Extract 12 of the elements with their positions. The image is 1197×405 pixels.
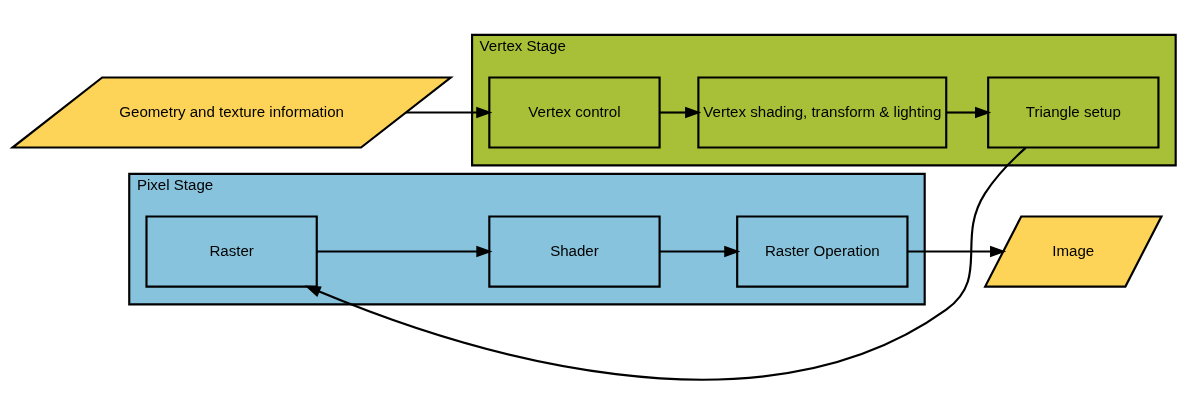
arrow: [907, 245, 1007, 257]
node-box: Shader: [488, 214, 661, 288]
arrow: [659, 106, 702, 118]
node-box: Raster: [145, 214, 318, 288]
node-box: Vertex control: [488, 75, 661, 149]
arrow: [659, 245, 741, 257]
node-box: Raster Operation: [736, 214, 909, 288]
arrow: [406, 106, 493, 118]
node-box: Triangle setup: [987, 75, 1160, 149]
arrow: [316, 245, 493, 257]
arrow: [946, 106, 992, 118]
node-box: Vertex shading, transform & lighting: [697, 75, 948, 149]
